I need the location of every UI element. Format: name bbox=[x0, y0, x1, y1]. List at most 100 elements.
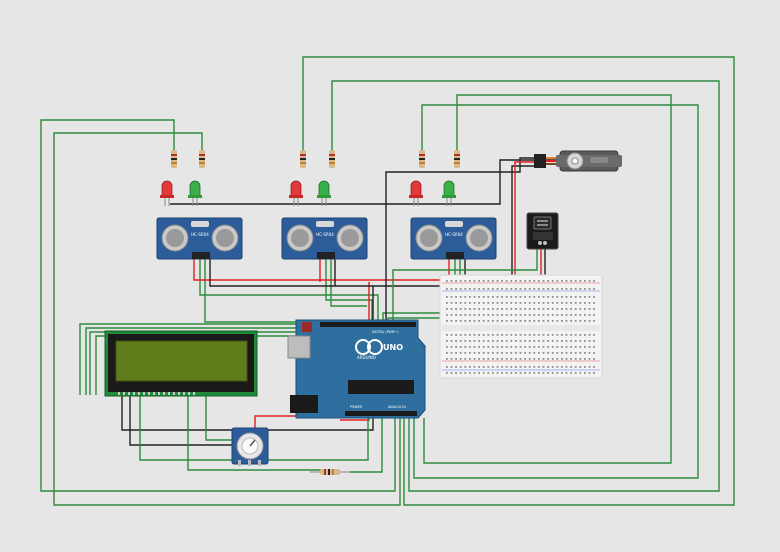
breadboard-holes bbox=[446, 280, 595, 374]
breadboard-hole bbox=[584, 320, 586, 322]
wire bbox=[392, 248, 538, 322]
reset-button[interactable] bbox=[302, 322, 312, 332]
led-green[interactable] bbox=[442, 180, 456, 206]
breadboard-hole bbox=[459, 320, 462, 322]
breadboard-hole bbox=[551, 346, 554, 348]
analog-header bbox=[345, 411, 417, 416]
breadboard-hole bbox=[565, 320, 568, 322]
resistor[interactable] bbox=[171, 150, 177, 168]
breadboard-hole bbox=[515, 320, 517, 322]
breadboard-hole bbox=[450, 346, 453, 348]
breadboard-hole bbox=[579, 334, 582, 336]
breadboard-hole bbox=[510, 320, 513, 322]
ultrasonic-sensor[interactable]: HC-SR04 bbox=[410, 217, 497, 260]
breadboard-hole bbox=[478, 352, 480, 354]
resistor[interactable] bbox=[310, 469, 350, 475]
breadboard-hole bbox=[561, 372, 563, 374]
breadboard-hole bbox=[496, 308, 499, 310]
breadboard-hole bbox=[524, 346, 526, 348]
breadboard-hole bbox=[450, 358, 453, 360]
breadboard-hole bbox=[588, 314, 591, 316]
breadboard-hole bbox=[469, 320, 471, 322]
breadboard-hole bbox=[556, 288, 559, 290]
breadboard-hole bbox=[492, 366, 494, 368]
breadboard-hole bbox=[501, 320, 503, 322]
breadboard-hole bbox=[588, 320, 591, 322]
breadboard-hole bbox=[574, 296, 577, 298]
breadboard-hole bbox=[593, 308, 595, 310]
servo-motor[interactable] bbox=[534, 150, 622, 172]
sensor-label: HC-SR04 bbox=[445, 232, 463, 237]
breadboard-hole bbox=[459, 358, 462, 360]
resistor[interactable] bbox=[419, 150, 425, 168]
breadboard-hole bbox=[478, 346, 480, 348]
resistor[interactable] bbox=[454, 150, 460, 168]
lcd-display[interactable] bbox=[104, 330, 258, 397]
breadboard-hole bbox=[570, 320, 572, 322]
breadboard-hole bbox=[570, 372, 572, 374]
breadboard-hole bbox=[482, 366, 485, 368]
breadboard-hole bbox=[473, 288, 476, 290]
breadboard-hole bbox=[515, 280, 517, 282]
resistor[interactable] bbox=[300, 150, 306, 168]
breadboard-hole bbox=[584, 296, 586, 298]
header-label-power: POWER bbox=[350, 405, 363, 409]
breadboard-hole bbox=[446, 288, 448, 290]
wire bbox=[205, 395, 240, 441]
breadboard-hole bbox=[473, 320, 476, 322]
breadboard-hole bbox=[459, 372, 462, 374]
breadboard-hole bbox=[588, 372, 591, 374]
breadboard-hole bbox=[528, 366, 531, 368]
led-red[interactable] bbox=[289, 180, 303, 206]
resistor[interactable] bbox=[329, 150, 335, 168]
breadboard-hole bbox=[469, 346, 471, 348]
breadboard-hole bbox=[469, 358, 471, 360]
breadboard-hole bbox=[450, 340, 453, 342]
breadboard-hole bbox=[519, 352, 522, 354]
led-green[interactable] bbox=[188, 180, 202, 206]
breadboard-hole bbox=[455, 302, 457, 304]
arduino-uno-board[interactable]: UNO ARDUINO DIGITAL (PWM~) POWER ANALOG … bbox=[287, 319, 426, 419]
led-green[interactable] bbox=[317, 180, 331, 206]
breadboard-hole bbox=[584, 308, 586, 310]
breadboard-hole bbox=[492, 314, 494, 316]
breadboard-hole bbox=[515, 358, 517, 360]
breadboard-hole bbox=[565, 288, 568, 290]
breadboard-hole bbox=[584, 288, 586, 290]
breadboard-hole bbox=[519, 314, 522, 316]
ultrasonic-sensor[interactable]: HC-SR04 bbox=[156, 217, 243, 260]
breadboard[interactable] bbox=[439, 274, 603, 379]
breadboard-hole bbox=[492, 320, 494, 322]
breadboard-hole bbox=[556, 358, 559, 360]
breadboard-hole bbox=[588, 280, 591, 282]
breadboard-hole bbox=[450, 280, 453, 282]
led-group bbox=[160, 150, 460, 206]
breadboard-hole bbox=[574, 340, 577, 342]
potentiometer[interactable] bbox=[231, 427, 269, 466]
breadboard-hole bbox=[450, 296, 453, 298]
breadboard-hole bbox=[561, 308, 563, 310]
breadboard-hole bbox=[505, 340, 508, 342]
breadboard-hole bbox=[584, 340, 586, 342]
breadboard-hole bbox=[492, 308, 494, 310]
board-model: UNO bbox=[383, 343, 403, 352]
breadboard-hole bbox=[556, 346, 559, 348]
breadboard-hole bbox=[542, 302, 545, 304]
wire bbox=[350, 418, 383, 473]
breadboard-hole bbox=[505, 314, 508, 316]
sensor-module[interactable] bbox=[526, 212, 559, 250]
resistor[interactable] bbox=[199, 150, 205, 168]
led-red[interactable] bbox=[160, 180, 174, 206]
breadboard-hole bbox=[570, 334, 572, 336]
breadboard-hole bbox=[574, 358, 577, 360]
breadboard-hole bbox=[515, 366, 517, 368]
led-red[interactable] bbox=[409, 180, 423, 206]
ultrasonic-sensor[interactable]: HC-SR04 bbox=[281, 217, 368, 260]
breadboard-hole bbox=[584, 352, 586, 354]
breadboard-hole bbox=[574, 302, 577, 304]
breadboard-hole bbox=[496, 352, 499, 354]
breadboard-hole bbox=[505, 308, 508, 310]
breadboard-hole bbox=[574, 288, 577, 290]
breadboard-hole bbox=[547, 320, 549, 322]
breadboard-hole bbox=[579, 308, 582, 310]
